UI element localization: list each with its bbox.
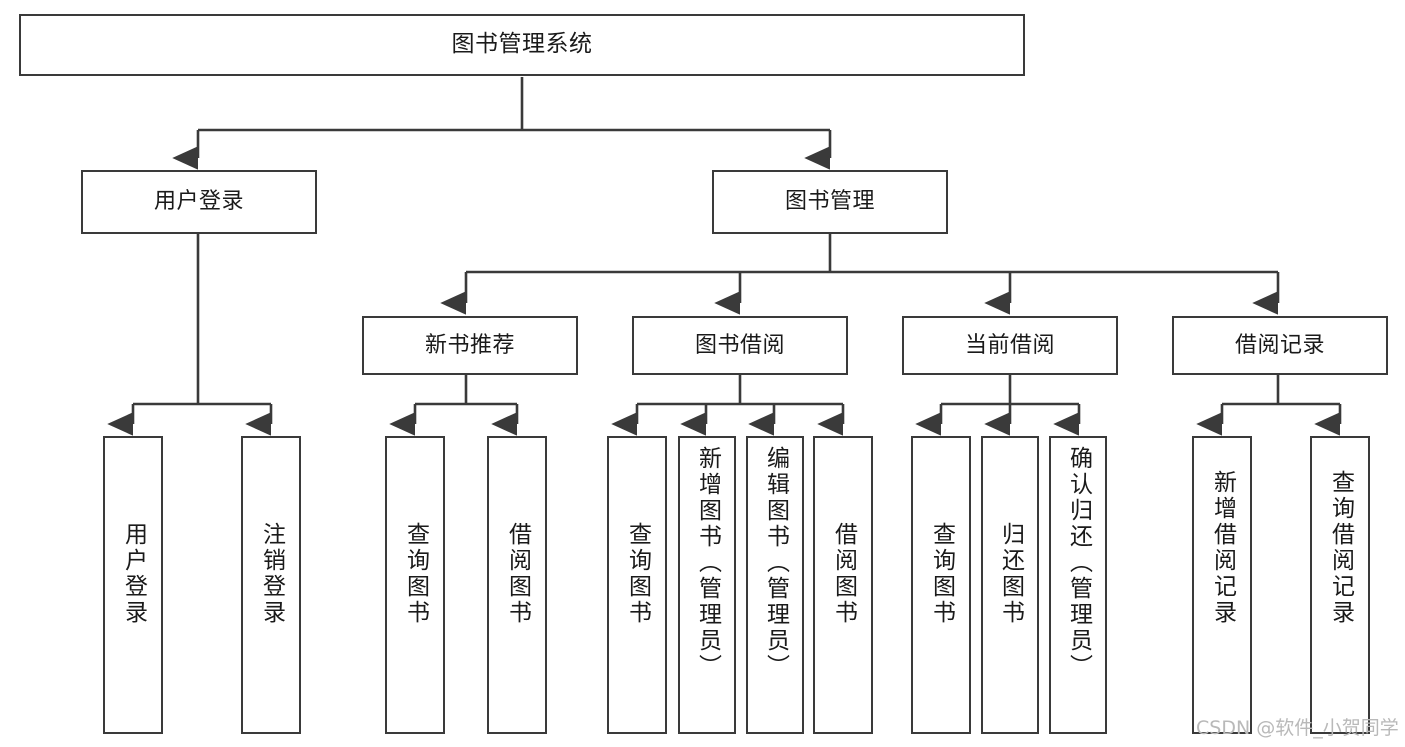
leaf-query-books-recommend[interactable]: 查询图书 [385, 436, 445, 734]
leaf-add-borrow-record[interactable]: 新增借阅记录 [1192, 436, 1252, 734]
node-label: 注销登录 [258, 522, 285, 626]
node-label: 新增图书（管理员） [694, 446, 721, 680]
node-label: 图书管理系统 [451, 31, 593, 58]
node-label: 借阅记录 [1234, 332, 1325, 358]
node-label: 新书推荐 [424, 332, 515, 358]
node-label: 当前借阅 [964, 332, 1055, 358]
node-borrowing-records[interactable]: 借阅记录 [1172, 316, 1388, 375]
node-label: 用户登录 [153, 189, 244, 215]
node-user-login[interactable]: 用户登录 [81, 170, 317, 234]
leaf-query-books-current[interactable]: 查询图书 [911, 436, 971, 734]
leaf-add-book-admin[interactable]: 新增图书（管理员） [678, 436, 736, 734]
node-label: 借阅图书 [504, 522, 531, 626]
leaf-query-borrow-record[interactable]: 查询借阅记录 [1310, 436, 1370, 734]
leaf-borrow-books-recommend[interactable]: 借阅图书 [487, 436, 547, 734]
node-label: 查询图书 [402, 522, 429, 626]
node-label: 图书管理 [784, 189, 875, 215]
node-label: 借阅图书 [830, 522, 857, 626]
leaf-edit-book-admin[interactable]: 编辑图书（管理员） [746, 436, 804, 734]
node-book-management-system[interactable]: 图书管理系统 [19, 14, 1025, 76]
node-label: 用户登录 [120, 522, 147, 626]
node-book-borrowing[interactable]: 图书借阅 [632, 316, 848, 375]
leaf-confirm-return-admin[interactable]: 确认归还（管理员） [1049, 436, 1107, 734]
node-label: 新增借阅记录 [1209, 470, 1236, 626]
leaf-return-books[interactable]: 归还图书 [981, 436, 1039, 734]
node-label: 编辑图书（管理员） [762, 446, 789, 680]
node-label: 查询图书 [624, 522, 651, 626]
leaf-borrow-books[interactable]: 借阅图书 [813, 436, 873, 734]
node-new-book-recommendation[interactable]: 新书推荐 [362, 316, 578, 375]
node-label: 查询图书 [928, 522, 955, 626]
node-book-management[interactable]: 图书管理 [712, 170, 948, 234]
leaf-logout[interactable]: 注销登录 [241, 436, 301, 734]
node-label: 图书借阅 [694, 332, 785, 358]
node-label: 查询借阅记录 [1327, 470, 1354, 626]
node-current-borrowing[interactable]: 当前借阅 [902, 316, 1118, 375]
watermark-text: CSDN @软件_小贺同学 [1196, 717, 1399, 739]
leaf-query-books-borrow[interactable]: 查询图书 [607, 436, 667, 734]
leaf-user-login[interactable]: 用户登录 [103, 436, 163, 734]
node-label: 确认归还（管理员） [1065, 446, 1092, 680]
node-label: 归还图书 [997, 522, 1024, 626]
